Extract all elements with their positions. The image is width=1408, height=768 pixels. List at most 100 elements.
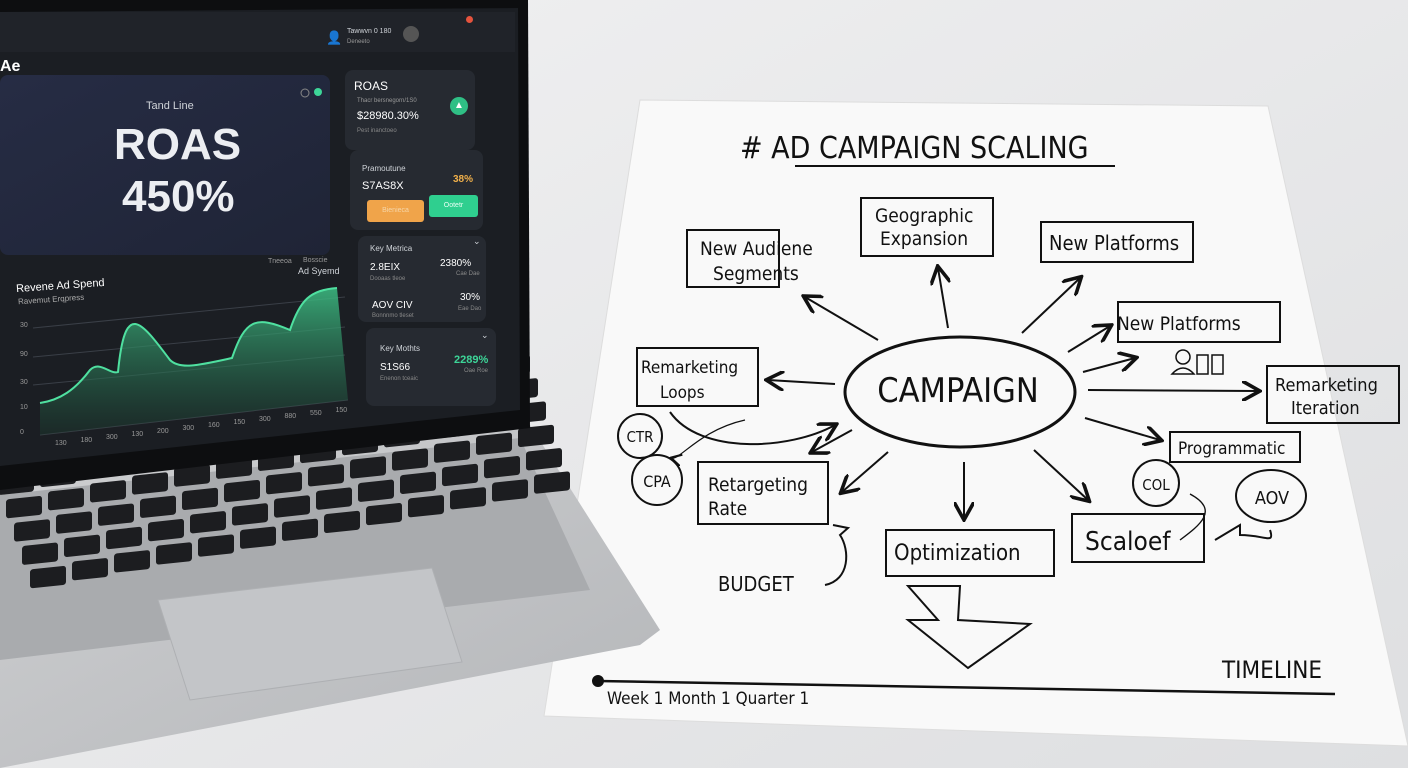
keyboard-key[interactable] <box>148 519 184 542</box>
node-col: COL <box>1142 476 1170 494</box>
key-months-card: Key Mothts S1S66 Enenon tceaic 2289% Oae… <box>366 328 496 406</box>
keyboard-key[interactable] <box>72 558 108 581</box>
keyboard-key[interactable] <box>366 502 402 526</box>
green-button[interactable]: Ootetr <box>429 195 478 217</box>
avatar[interactable] <box>403 26 419 42</box>
legend-item-2: Bosscie <box>303 257 328 264</box>
key-metrics-card: Key Metrica 2.8EIX Dooaas tleoe 2380% Ca… <box>358 236 486 322</box>
app-logo: Ae <box>0 58 21 75</box>
node-retargeting-1: Retargeting <box>708 474 808 496</box>
sketch-title: # AD CAMPAIGN SCALING <box>740 131 1089 166</box>
up-arrow-icon[interactable]: ▲ <box>450 97 468 115</box>
keyboard-key[interactable] <box>358 479 394 502</box>
keyboard-key[interactable] <box>442 463 478 487</box>
status-dot-icon <box>314 88 322 96</box>
keyboard-key[interactable] <box>392 448 428 471</box>
promo-card: Pramoutune S7AS8X 38% Bienieca Ootetr <box>350 150 483 230</box>
keyboard-key[interactable] <box>132 472 168 495</box>
node-remarketing-iter-1: Remarketing <box>1275 375 1378 396</box>
node-remarketing-loops-1: Remarketing <box>641 358 738 378</box>
keyboard-key[interactable] <box>400 471 436 494</box>
node-ctr: CTR <box>626 428 653 446</box>
keyboard-key[interactable] <box>224 479 260 503</box>
hero-value: 450% <box>122 172 235 221</box>
y-tick: 10 <box>20 404 28 411</box>
keyboard-key[interactable] <box>22 542 58 565</box>
keyboard-key[interactable] <box>90 480 126 503</box>
keyboard-key[interactable] <box>534 471 570 494</box>
x-tick: 880 <box>284 413 297 420</box>
x-tick: 300 <box>106 434 118 441</box>
keyboard-key[interactable] <box>48 488 84 511</box>
metrics-row2-sub: Bonnnmo tleset <box>372 313 414 319</box>
keyboard-key[interactable] <box>232 503 268 526</box>
y-tick: 90 <box>20 351 28 358</box>
keyboard-key[interactable] <box>518 424 554 448</box>
keyboard-key[interactable] <box>274 495 310 518</box>
y-tick: 30 <box>20 322 28 329</box>
keyboard-key[interactable] <box>30 565 66 589</box>
y-tick: 30 <box>20 379 28 386</box>
x-tick: 150 <box>233 419 246 426</box>
chart-line <box>39 287 338 404</box>
keyboard-key[interactable] <box>156 542 192 565</box>
keyboard-key[interactable] <box>434 440 470 463</box>
user-role: Deneeto <box>347 39 370 45</box>
hero-card <box>0 75 330 255</box>
node-audience-1: New Audiene <box>700 238 813 260</box>
x-tick: 180 <box>80 437 93 444</box>
keyboard-key[interactable] <box>450 487 486 510</box>
notification-bell-icon[interactable] <box>466 16 473 23</box>
keyboard-key[interactable] <box>526 448 562 471</box>
metrics-row1-pct-sub: Cae Dae <box>456 271 480 277</box>
orange-button[interactable]: Bienieca <box>367 200 424 222</box>
roas-card: ROAS Thacr bersnegorn/1S0 $28980.30% Pes… <box>345 70 475 150</box>
keyboard-key[interactable] <box>56 511 92 534</box>
center-node: CAMPAIGN <box>877 371 1038 411</box>
user-icon[interactable]: 👤 <box>326 30 343 45</box>
trackpad[interactable] <box>157 567 463 701</box>
metrics-row1-sub: Dooaas tleoe <box>370 276 406 282</box>
metrics-row1-value: 2.8EIX <box>370 262 401 273</box>
keyboard-key[interactable] <box>190 511 226 534</box>
node-remarketing-loops-2: Loops <box>660 383 705 403</box>
node-retargeting-2: Rate <box>708 498 747 520</box>
keyboard-key[interactable] <box>98 503 134 526</box>
timeline-marks: Week 1 Month 1 Quarter 1 <box>607 689 809 709</box>
x-tick: 130 <box>131 431 144 438</box>
keyboard-key[interactable] <box>6 496 42 519</box>
keyboard-key[interactable] <box>14 519 50 542</box>
keyboard-key[interactable] <box>114 550 150 573</box>
x-tick: 150 <box>335 407 348 414</box>
info-icon[interactable] <box>300 88 310 98</box>
legend-item-1: Tneeoa <box>268 258 292 265</box>
keyboard-key[interactable] <box>408 495 444 518</box>
keyboard-key[interactable] <box>266 472 302 495</box>
keyboard-key[interactable] <box>64 534 100 557</box>
keyboard-key[interactable] <box>182 487 218 511</box>
chevron-down-icon[interactable]: ⌄ <box>481 330 489 340</box>
node-geo-2: Expansion <box>880 228 968 250</box>
keyboard-key[interactable] <box>484 456 520 479</box>
keyboard-key[interactable] <box>282 518 318 541</box>
timeline-label: TIMELINE <box>1221 656 1322 684</box>
keyboard-key[interactable] <box>174 464 210 487</box>
keyboard-key[interactable] <box>140 495 176 518</box>
keyboard-key[interactable] <box>324 510 360 534</box>
keyboard-key[interactable] <box>316 487 352 510</box>
keyboard-key[interactable] <box>198 534 234 557</box>
keyboard-key[interactable] <box>350 456 386 479</box>
chevron-down-icon[interactable]: ⌄ <box>473 236 481 246</box>
revenue-chart <box>32 287 349 436</box>
keyboard-key[interactable] <box>492 479 528 502</box>
keyboard-key[interactable] <box>308 464 344 487</box>
metrics-row2-pct: 30% <box>460 292 481 303</box>
chart-area <box>40 288 348 435</box>
node-platforms-2: New Platforms <box>1117 313 1241 335</box>
keyboard-key[interactable] <box>476 432 512 455</box>
node-aov: AOV <box>1255 488 1289 509</box>
y-tick: 0 <box>20 429 24 436</box>
keyboard-key[interactable] <box>240 526 276 549</box>
keyboard-key[interactable] <box>106 526 142 550</box>
